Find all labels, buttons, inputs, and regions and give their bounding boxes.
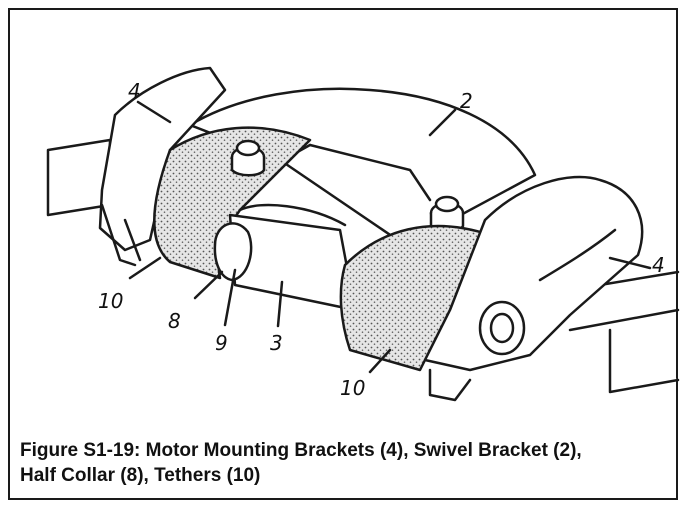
label-pin: 9 xyxy=(215,331,228,355)
motor-bracket-right xyxy=(423,175,644,372)
label-half-collar: 8 xyxy=(168,309,181,333)
bracket-drawing: 4 2 4 10 8 9 3 10 xyxy=(46,66,680,402)
label-tether-right: 10 xyxy=(340,376,365,400)
label-motor-bracket-right: 4 xyxy=(652,253,665,277)
caption-line-2: Half Collar (8), Tethers (10) xyxy=(20,465,261,486)
label-tether-left: 10 xyxy=(98,289,123,313)
label-motor-bracket-left: 4 xyxy=(128,79,141,103)
half-collar xyxy=(213,222,253,282)
label-swivel-bracket: 2 xyxy=(460,89,473,113)
bolt-left xyxy=(230,139,266,177)
label-shaft: 3 xyxy=(270,331,283,355)
caption-line-1: Figure S1-19: Motor Mounting Brackets (4… xyxy=(20,440,582,461)
figure-frame: 4 2 4 10 8 9 3 10 Figure S1-19: Motor Mo… xyxy=(8,8,680,500)
motor-bracket-left xyxy=(98,66,227,252)
figure-caption: Figure S1-19: Motor Mounting Brackets (4… xyxy=(20,438,660,488)
